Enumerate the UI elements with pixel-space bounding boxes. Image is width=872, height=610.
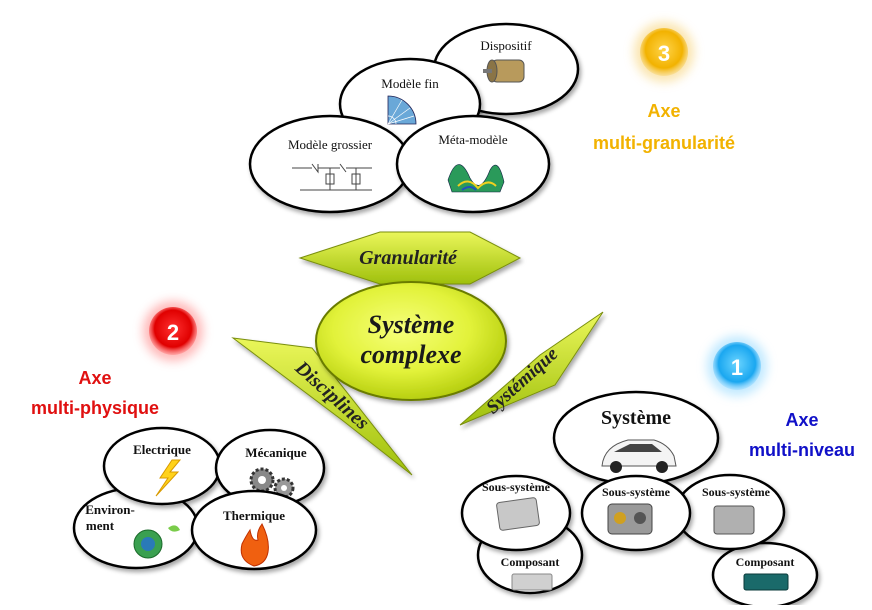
modele-fin-label: Modèle fin (381, 76, 439, 91)
composant-label-2: Composant (736, 555, 795, 569)
arrow-granularite: Granularité (298, 231, 522, 285)
level-cluster: Système Composant Composant Sous-système… (460, 390, 819, 609)
circuit-icon (292, 163, 372, 191)
axis-level-subtitle: multi-niveau (749, 440, 855, 460)
converter-icon (496, 497, 540, 531)
component-part-icon (511, 573, 553, 591)
meta-modele-bubble (395, 114, 551, 214)
axis-granularity-title: Axe (647, 101, 680, 121)
granularity-cluster: Dispositif Modèle fin Modèle grossier Mé… (248, 22, 580, 214)
sous-systeme-label-1: Sous-système (482, 480, 551, 494)
systeme-bubble (552, 390, 720, 486)
surface-plot-icon (447, 164, 505, 193)
axis-granularity-number: 3 (658, 41, 670, 66)
axis-granularity-badge: 3 (634, 22, 694, 82)
axis-level-title: Axe (785, 410, 818, 430)
dispositif-label: Dispositif (480, 38, 532, 53)
battery-pack-icon (713, 505, 755, 535)
center-title-line1: Système (368, 310, 455, 339)
physics-cluster: Environ- ment Electrique Mécanique Therm… (72, 426, 326, 571)
car-icon (601, 439, 677, 473)
modele-grossier-label: Modèle grossier (288, 137, 373, 152)
sous-systeme-label-3: Sous-système (702, 485, 771, 499)
sous-systeme-label-2: Sous-système (602, 485, 671, 499)
lightning-icon (155, 459, 182, 497)
recycle-icon (133, 525, 180, 559)
center-system: Système complexe (315, 281, 507, 401)
electrique-label: Electrique (133, 442, 191, 457)
motor-icon (483, 59, 525, 83)
center-title-line2: complexe (360, 340, 461, 369)
mecanique-label: Mécanique (245, 445, 307, 460)
axis-level-number: 1 (731, 355, 743, 380)
arrow-granularite-label: Granularité (359, 247, 458, 269)
axis-physics-number: 2 (167, 320, 179, 345)
power-module-icon (743, 573, 789, 591)
composant-label-1: Composant (501, 555, 560, 569)
axis-level-badge: 1 (707, 336, 767, 396)
meta-modele-label: Méta-modèle (438, 132, 508, 147)
thermique-bubble (190, 489, 318, 571)
engine-icon (607, 503, 653, 535)
environment-label-1: Environ- (85, 502, 135, 517)
thermique-label: Thermique (223, 508, 285, 523)
environment-label-2: ment (86, 518, 115, 533)
modele-grossier-bubble (248, 114, 412, 214)
systeme-label: Système (601, 407, 671, 429)
axis-physics-subtitle: multi-physique (31, 398, 159, 418)
axis-physics-title: Axe (78, 368, 111, 388)
axis-physics-badge: 2 (143, 301, 203, 361)
electrique-bubble (102, 426, 222, 506)
flame-icon (240, 523, 269, 567)
axis-granularity-subtitle: multi-granularité (593, 133, 735, 153)
fine-mesh-icon (387, 95, 417, 125)
